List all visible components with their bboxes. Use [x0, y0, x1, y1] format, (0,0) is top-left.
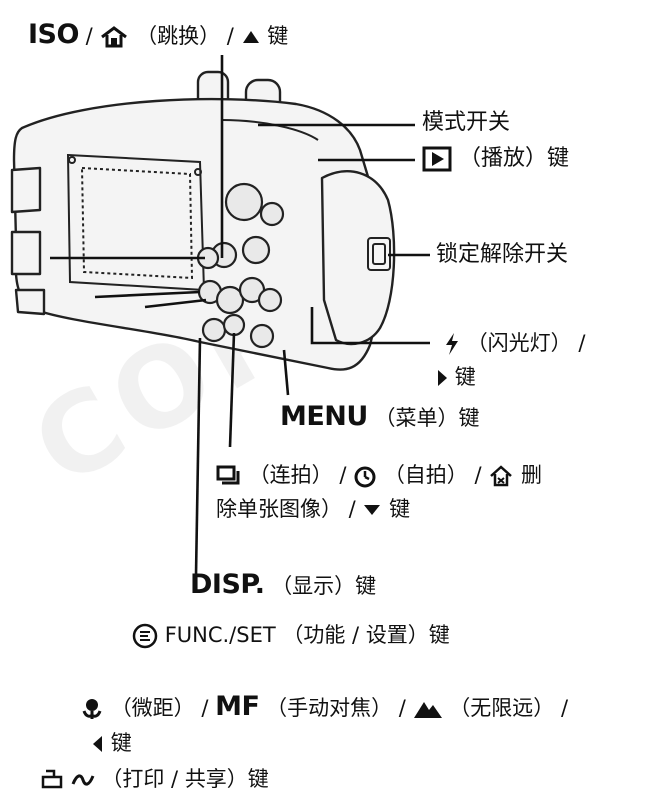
flash-label: （闪光灯）	[466, 331, 572, 355]
iso-label: ISO	[28, 19, 79, 50]
print-label-row: （打印 / 共享）键	[40, 766, 269, 792]
down-key-label: 键	[389, 497, 411, 521]
share-icon	[71, 774, 95, 786]
self-timer-label: （自拍）	[383, 463, 468, 487]
macro-label-row: （微距） / MF （手动对焦） / （无限远） /	[80, 691, 568, 722]
print-label: （打印	[101, 767, 165, 791]
right-arrow-icon	[438, 370, 447, 386]
jump-label: （跳换）	[136, 24, 221, 48]
func-setting-label: 设置）键	[365, 623, 450, 647]
delete-label-line2-row: 除单张图像） / 键	[216, 497, 411, 521]
share-label: 共享）键	[184, 767, 269, 791]
func-label: FUNC./SET	[164, 623, 276, 647]
left-key-label: 键	[110, 731, 132, 755]
leader-func	[144, 298, 207, 309]
menu-label: MENU	[280, 401, 368, 432]
continuous-label: （连拍）	[248, 463, 333, 487]
play-button	[259, 201, 285, 227]
play-label-row: （播放）键	[422, 146, 569, 172]
left-arrow-icon	[93, 736, 102, 752]
func-set-button	[215, 285, 245, 315]
continuous-label-row: （连拍） / （自拍） / 删	[216, 462, 542, 488]
mf-text-label: （手动对焦）	[266, 696, 393, 720]
func-label-row: FUNC./SET （功能 / 设置）键	[132, 622, 450, 649]
housing-grip	[320, 170, 396, 346]
menu-label-row: MENU （菜单）键	[280, 401, 480, 432]
delete-label-line2: 除单张图像）	[216, 497, 342, 521]
housing-body	[12, 97, 381, 371]
print-icon	[41, 769, 63, 789]
leader-flash	[310, 307, 430, 345]
mf-label: MF	[215, 691, 260, 722]
down-arrow-icon	[364, 505, 381, 515]
leader-menu	[282, 349, 290, 396]
func-set-icon	[132, 623, 158, 649]
disp-label: DISP.	[190, 569, 265, 600]
self-timer-icon	[354, 466, 376, 488]
lock-release-label: 锁定解除开关	[436, 242, 569, 267]
left-key-row: 键	[92, 730, 132, 756]
play-icon	[422, 146, 452, 172]
jump-icon	[101, 26, 128, 48]
up-key-label: 键	[267, 24, 289, 48]
menu-button	[249, 323, 275, 349]
disp-key-label: （显示）键	[271, 574, 377, 598]
continuous-shot-icon	[216, 465, 240, 485]
disp-button	[201, 317, 227, 343]
flash-label-row: （闪光灯） /	[444, 330, 585, 356]
macro-label: （微距）	[110, 696, 195, 720]
up-arrow-icon	[242, 31, 259, 43]
leader-continuous	[228, 332, 236, 448]
mode-switch-label: 模式开关	[422, 110, 511, 135]
func-function-label: （功能	[282, 623, 346, 647]
down-button	[222, 313, 246, 337]
infinity-label: （无限远）	[449, 696, 555, 720]
mode-dial	[224, 182, 264, 222]
macro-flower-icon	[82, 699, 102, 719]
delete-icon	[490, 465, 513, 487]
mountain-icon	[413, 702, 442, 718]
leader-macro	[94, 290, 201, 299]
play-key-label: （播放）键	[459, 146, 570, 171]
right-key-label: 键	[454, 365, 476, 389]
flash-icon	[446, 333, 458, 355]
disp-label-row: DISP. （显示）键	[190, 569, 377, 600]
menu-key-label: （菜单）键	[374, 406, 480, 430]
iso-label-row: ISO / （跳换） / 键	[28, 19, 289, 50]
delete-label-line1: 删	[520, 463, 542, 487]
right-key-row: 键	[436, 364, 476, 390]
leader-disp	[194, 337, 202, 576]
